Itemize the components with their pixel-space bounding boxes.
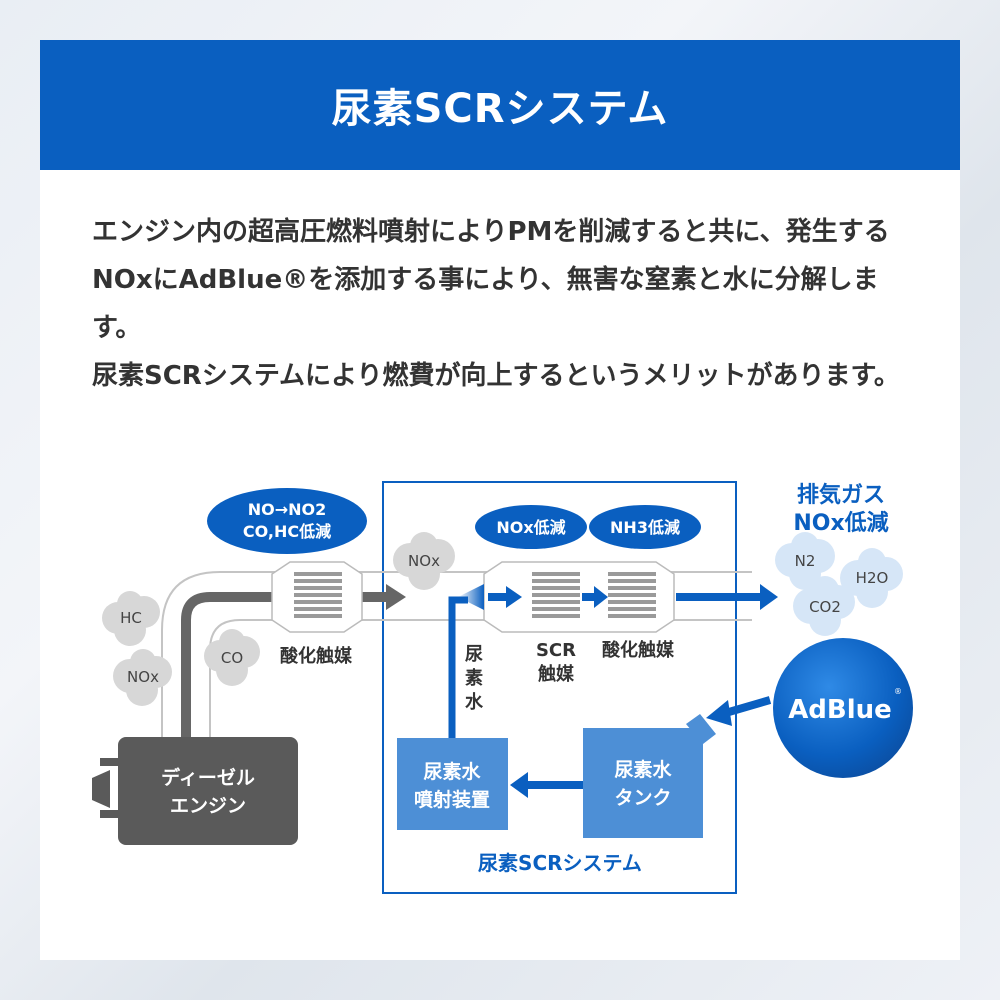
description-paragraph-1: エンジン内の超高圧燃料噴射によりPMを削減すると共に、発生するNOxにAdBlu… <box>92 217 890 343</box>
blue-flow-arrows <box>488 584 778 610</box>
badge-oxidation: NO→NO2 CO,HC低減 <box>207 488 367 554</box>
svg-text:NH3低減: NH3低減 <box>610 518 680 537</box>
bubble-n2: N2 <box>775 532 835 590</box>
tank-label-line1: 尿素水 <box>614 758 672 781</box>
scr-system-frame <box>382 481 737 894</box>
header-banner: 尿素SCRシステム <box>40 40 960 170</box>
exhaust-label-line2: NOx低減 <box>793 511 888 536</box>
engine-label-line2: エンジン <box>170 795 246 817</box>
adblue-logo: AdBlue ® <box>773 638 913 778</box>
bubble-nox-engine: NOx <box>113 649 172 706</box>
bubble-nox-pipe: NOx <box>393 532 455 590</box>
page-title: 尿素SCRシステム <box>331 86 669 132</box>
urea-water-label-char-2: 素 <box>465 668 483 689</box>
urea-injector: 尿素水 噴射装置 <box>397 738 508 830</box>
svg-text:NOx: NOx <box>408 552 440 570</box>
diesel-engine: ディーゼル エンジン <box>92 737 298 845</box>
urea-water-label-char-1: 尿 <box>465 644 483 665</box>
exhaust-label-line1: 排気ガス <box>797 482 885 508</box>
description-paragraph-2: 尿素SCRシステムにより燃費が向上するというメリットがあります。 <box>92 361 900 391</box>
injection-nozzle <box>458 584 484 610</box>
oxidation-catalyst-1-label: 酸化触媒 <box>280 645 353 667</box>
injector-label-line1: 尿素水 <box>423 760 481 783</box>
svg-text:CO2: CO2 <box>809 598 841 616</box>
urea-feed-line <box>448 596 468 740</box>
urea-water-label-char-3: 水 <box>465 691 484 713</box>
svg-text:CO,HC低減: CO,HC低減 <box>243 522 331 541</box>
tank-label-line2: タンク <box>614 787 671 809</box>
svg-text:CO: CO <box>221 649 243 667</box>
bubble-hc: HC <box>102 591 160 646</box>
svg-text:H2O: H2O <box>856 569 889 587</box>
description-text: エンジン内の超高圧燃料噴射によりPMを削減すると共に、発生するNOxにAdBlu… <box>92 208 922 400</box>
tank-to-injector-arrow <box>528 781 584 789</box>
bubble-h2o: H2O <box>840 548 903 608</box>
urea-tank: 尿素水 タンク <box>583 714 716 838</box>
svg-text:NOx低減: NOx低減 <box>496 518 565 537</box>
engine-label-line1: ディーゼル <box>161 766 255 789</box>
injector-label-line2: 噴射装置 <box>414 788 490 811</box>
oxidation-catalyst-2-label: 酸化触媒 <box>602 639 675 661</box>
svg-text:HC: HC <box>120 609 142 627</box>
svg-text:NOx: NOx <box>127 668 159 686</box>
svg-text:NO→NO2: NO→NO2 <box>248 500 327 519</box>
scr-catalyst-label-line2: 触媒 <box>538 663 575 685</box>
adblue-logo-text: AdBlue <box>788 695 892 725</box>
oxidation-catalyst-1 <box>271 561 363 633</box>
badge-nh3-reduction: NH3低減 <box>589 505 701 549</box>
bubble-co2: CO2 <box>793 576 855 636</box>
scr-catalyst-unit <box>483 561 675 633</box>
scr-catalyst-label-line1: SCR <box>536 640 576 661</box>
bubble-co: CO <box>204 629 260 686</box>
engine-exhaust-arrow <box>181 592 278 740</box>
svg-text:N2: N2 <box>795 552 816 570</box>
post-oxidation-arrow <box>362 592 386 602</box>
badge-nox-reduction: NOx低減 <box>475 505 587 549</box>
adblue-registered-mark: ® <box>894 687 902 696</box>
adblue-refill-arrow <box>720 696 772 718</box>
scr-system-label: 尿素SCRシステム <box>478 851 642 875</box>
